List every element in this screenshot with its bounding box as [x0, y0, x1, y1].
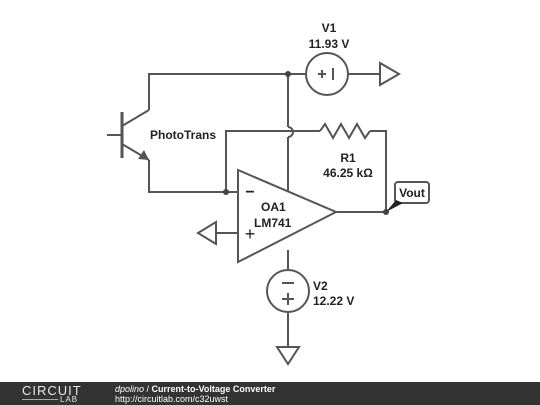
- opamp-minus-sign: −: [245, 184, 254, 201]
- vout-flag[interactable]: [386, 181, 430, 212]
- wire-collector: [148, 73, 306, 110]
- vout-label: Vout: [399, 186, 425, 200]
- v1-name: V1: [322, 21, 337, 35]
- r1-name: R1: [340, 151, 356, 165]
- oa1-name: OA1: [261, 200, 286, 214]
- logo-wave-line: [22, 399, 58, 400]
- v2-name: V2: [313, 279, 328, 293]
- author-name[interactable]: dpolino: [115, 384, 145, 394]
- wire-feedback: [225, 130, 320, 192]
- logo-text-top: CIRCUIT: [22, 383, 82, 398]
- title-separator: /: [144, 384, 152, 394]
- ground-symbol-plus: [196, 220, 217, 246]
- v1-value: 11.93 V: [309, 37, 350, 51]
- junction-dot: [223, 189, 229, 195]
- junction-dot: [285, 71, 291, 77]
- schematic: V1 11.93 V PhotoTrans R1 46.25 kΩ OA1 LM…: [107, 21, 430, 366]
- circuit-title: Current-to-Voltage Converter: [151, 384, 276, 394]
- phototransistor-symbol[interactable]: [107, 109, 150, 161]
- wire-emitter: [148, 160, 238, 193]
- oa1-model: LM741: [254, 216, 292, 230]
- wire-r1-right: [370, 130, 387, 212]
- voltage-source-v2[interactable]: [266, 269, 310, 313]
- ground-symbol-v2: [275, 346, 301, 366]
- ground-symbol-v1: [379, 61, 401, 87]
- voltage-source-v1[interactable]: [305, 52, 349, 96]
- phototrans-label: PhotoTrans: [150, 128, 216, 142]
- v2-value: 12.22 V: [313, 294, 354, 308]
- r1-value: 46.25 kΩ: [323, 166, 373, 180]
- circuitlab-logo[interactable]: CIRCUIT LAB: [22, 384, 98, 404]
- footer-bar: CIRCUIT LAB dpolino / Current-to-Voltage…: [0, 382, 540, 405]
- circuit-url[interactable]: http://circuitlab.com/c32uwst: [115, 394, 229, 404]
- footer-info: dpolino / Current-to-Voltage Converter h…: [115, 384, 275, 404]
- opamp-oa1[interactable]: [237, 168, 339, 264]
- logo-text-bottom: LAB: [60, 395, 79, 404]
- opamp-plus-sign: +: [245, 224, 256, 244]
- resistor-r1[interactable]: [319, 121, 371, 141]
